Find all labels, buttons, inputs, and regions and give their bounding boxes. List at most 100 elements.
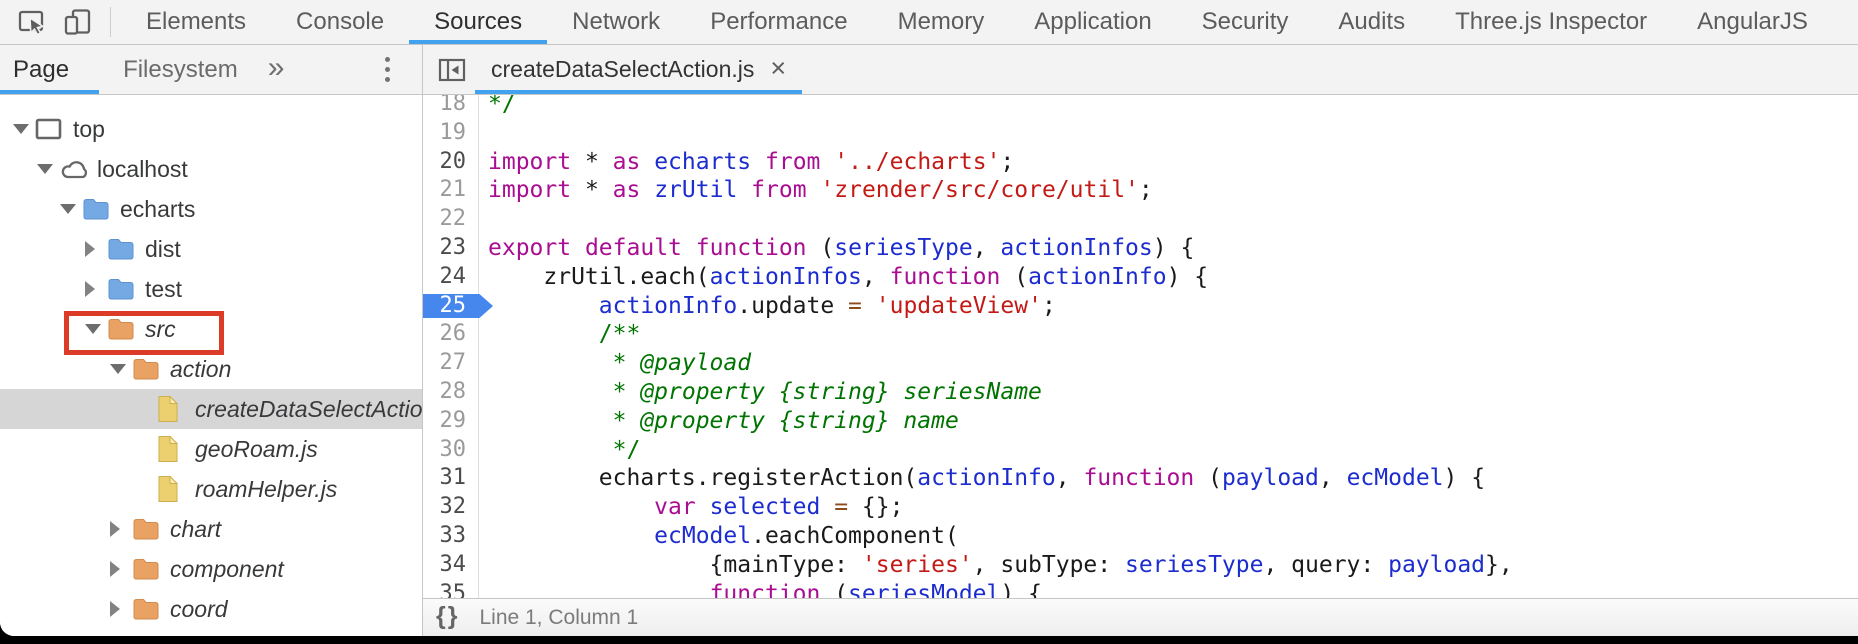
file-icon [157,395,193,423]
navigator-toggle-icon [438,58,466,81]
tree-item-roamhelper-js[interactable]: roamHelper.js [0,469,422,509]
code-line-29: 29 * @property {string} name [423,406,1858,436]
expanded-arrow-icon[interactable] [85,324,107,334]
devtools-tab-elements[interactable]: Elements [146,8,247,35]
pretty-print-button[interactable]: {} [436,602,460,630]
code-line-21: 21 import * as zrUtil from 'zrender/src/c… [423,176,1858,206]
tree-item-chart[interactable]: chart [0,509,422,549]
line-number[interactable]: 34 [423,550,479,580]
line-number[interactable]: 33 [423,521,479,551]
folder-blue-icon [107,277,143,301]
inspect-cursor-icon [18,10,46,36]
tab-filesystem[interactable]: Filesystem [123,55,238,83]
tree-item-echarts[interactable]: echarts [0,189,422,229]
devtools-tab-security[interactable]: Security [1201,8,1289,35]
expanded-arrow-icon[interactable] [13,124,35,134]
line-number[interactable]: 20 [423,147,479,177]
folder-orange-icon [132,357,168,381]
editor-tabbar: createDataSelectAction.js × [423,45,1858,94]
tree-item-label: coord [170,595,228,622]
folder-blue-icon [107,237,143,261]
code-line-text [479,205,488,234]
code-line-text: function (seriesModel) { [709,580,1042,598]
line-number[interactable]: 19 [423,118,479,148]
tree-item-component[interactable]: component [0,549,422,589]
hide-navigator-button[interactable] [423,45,477,94]
line-number[interactable]: 30 [423,435,479,465]
devtools-tab-network[interactable]: Network [572,8,661,35]
expanded-arrow-icon[interactable] [37,164,59,174]
line-number[interactable]: 35 [423,579,479,598]
code-line-text: import * as zrUtil from 'zrender/src/cor… [488,177,1153,204]
line-number[interactable]: 24 [423,262,479,292]
code-line-30: 30 */ [423,435,1858,465]
code-line-text: /** [488,321,641,348]
code-line-text: */ [488,436,641,463]
tree-item-action[interactable]: action [0,349,422,389]
tree-item-top[interactable]: top [0,109,422,149]
editor-tab-createDataSelectAction[interactable]: createDataSelectAction.js × [474,45,803,94]
more-tabs-icon[interactable]: » [267,50,285,84]
tab-page[interactable]: Page [0,45,100,94]
devtools-tab-three-js-inspector[interactable]: Three.js Inspector [1455,8,1648,35]
device-toolbar-icon [64,9,91,35]
tree-item-label: top [73,115,105,142]
navigator-menu-icon[interactable] [385,45,390,94]
line-number[interactable]: 23 [423,233,479,263]
tree-item-localhost[interactable]: localhost [0,149,422,189]
collapsed-arrow-icon[interactable] [110,521,132,537]
tree-item-georoam-js[interactable]: geoRoam.js [0,429,422,469]
code-line-25: 25 actionInfo.update = 'updateView'; [423,291,1858,321]
collapsed-arrow-icon[interactable] [85,241,107,257]
devtools-tab-sources[interactable]: Sources [409,0,548,44]
devtools-tab-console[interactable]: Console [296,8,385,35]
line-number[interactable]: 22 [423,205,479,234]
devtools-tab-audits[interactable]: Audits [1338,8,1406,35]
line-number[interactable]: 18 [423,95,479,119]
breakpoint-line-number[interactable]: 25 [423,291,493,321]
tree-item-label: src [145,315,176,342]
tree-item-test[interactable]: test [0,269,422,309]
close-tab-icon[interactable]: × [770,52,787,83]
inspect-element-button[interactable] [16,6,48,38]
collapsed-arrow-icon[interactable] [85,281,107,297]
file-icon [157,435,193,463]
tree-item-label: geoRoam.js [195,435,318,462]
collapsed-arrow-icon[interactable] [110,561,132,577]
devtools-tab-memory[interactable]: Memory [897,8,985,35]
tree-item-createdataselectaction-js[interactable]: createDataSelectAction.js [0,389,422,429]
line-number[interactable]: 31 [423,464,479,494]
tree-item-label: action [170,355,232,382]
tree-item-dist[interactable]: dist [0,229,422,269]
folder-orange-icon [132,557,168,581]
devtools-tab-performance[interactable]: Performance [710,8,848,35]
devtools-tab-application[interactable]: Application [1034,8,1152,35]
line-number[interactable]: 29 [423,406,479,436]
frame-icon [35,117,71,141]
toolbar-divider [110,7,111,37]
code-line-32: 32 var selected = {}; [423,493,1858,522]
line-number[interactable]: 21 [423,176,479,206]
line-number[interactable]: 27 [423,349,479,378]
expanded-arrow-icon[interactable] [110,364,132,374]
devtools-tab-angularjs[interactable]: AngularJS [1697,8,1808,35]
tree-item-src[interactable]: src [0,309,422,349]
editor-tab-label: createDataSelectAction.js [491,56,755,82]
code-line-text: actionInfo.update = 'updateView'; [598,292,1056,319]
code-line-26: 26 /** [423,320,1858,350]
code-line-23: 23 export default function (seriesType, a… [423,233,1858,263]
tree-item-coord[interactable]: coord [0,589,422,629]
device-toolbar-button[interactable] [62,6,94,38]
expanded-arrow-icon[interactable] [60,204,82,214]
tree-item-label: echarts [120,195,196,222]
code-line-text: export default function (seriesType, act… [488,234,1195,261]
line-number[interactable]: 32 [423,493,479,522]
code-line-33: 33 ecModel.eachComponent( [423,521,1858,551]
code-line-19: 19 [423,118,1858,148]
collapsed-arrow-icon[interactable] [110,601,132,617]
line-number[interactable]: 28 [423,377,479,407]
line-number[interactable]: 26 [423,320,479,350]
